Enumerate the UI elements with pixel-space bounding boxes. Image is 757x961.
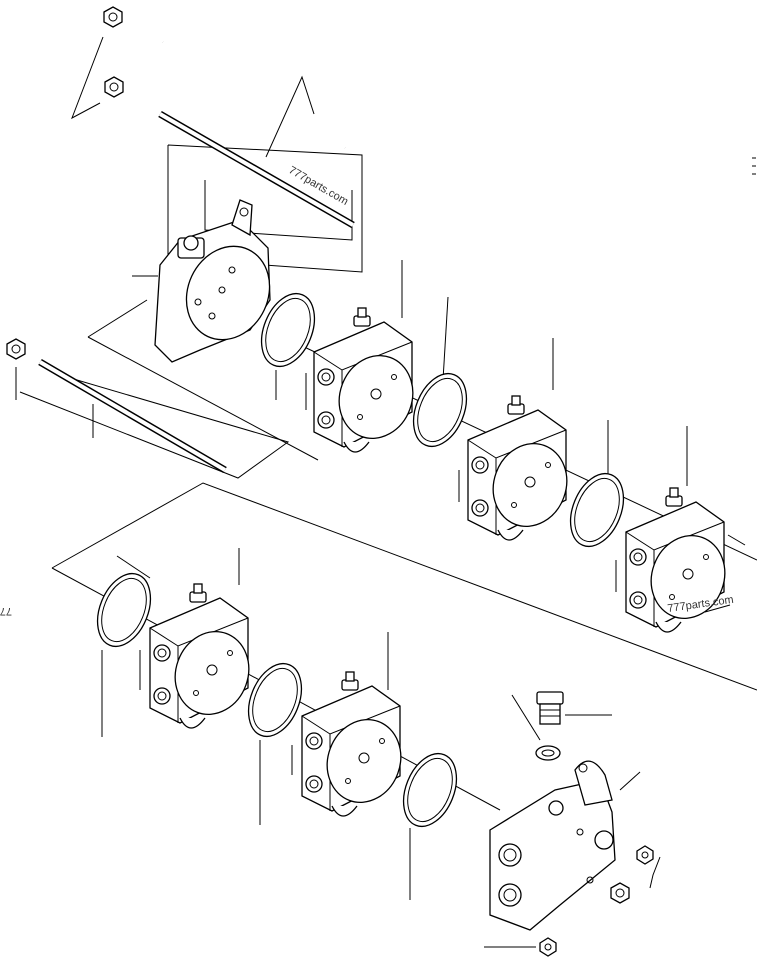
valve-section-2: [467, 395, 579, 541]
o-ring-5: [247, 662, 303, 738]
plug: [536, 691, 564, 725]
o-ring-2: [412, 372, 468, 448]
o-ring-1: [260, 292, 316, 368]
o-ring-3: [569, 472, 625, 548]
leader-lines: [15, 36, 746, 948]
hex-nut-1: [103, 6, 123, 28]
valve-section-5: [301, 671, 413, 817]
watermark-text-2: 777parts.com: [0, 605, 12, 617]
hex-nut-4: [636, 845, 654, 865]
edge-marks: [752, 157, 756, 175]
threaded-stud-3: [38, 358, 227, 474]
hex-nut-5: [610, 882, 630, 904]
o-ring-6: [402, 752, 458, 828]
washer: [535, 745, 561, 761]
threaded-stud-1: [161, 40, 347, 150]
inlet-cover-section: [154, 199, 271, 363]
valve-section-1: [313, 307, 425, 453]
threaded-stud-2: [158, 110, 355, 229]
o-ring-4: [96, 572, 152, 648]
hex-nut-6: [539, 937, 557, 957]
hex-nut-2: [104, 76, 124, 98]
hex-nut-3: [6, 338, 26, 360]
valve-section-4: [149, 583, 261, 729]
outlet-end-section: [489, 760, 616, 931]
